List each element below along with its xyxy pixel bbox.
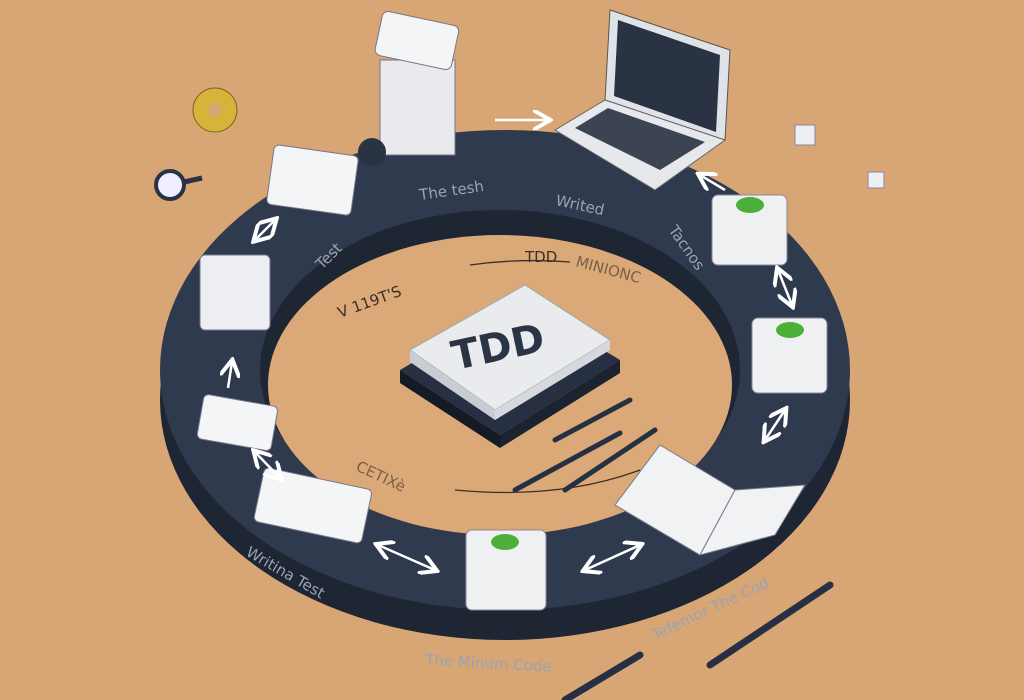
leaf-cube-icon (465, 194, 828, 611)
inner-text: TDD (524, 248, 557, 266)
pen-icon (512, 397, 834, 700)
gear-icon (192, 87, 238, 133)
double-arrow-icon (228, 120, 792, 570)
open-book-icon (614, 444, 806, 556)
notebook-icon: TDD (400, 284, 620, 448)
magnifier-icon (154, 169, 203, 201)
laptop-icon (554, 9, 731, 191)
stacked-cards-icon (196, 10, 460, 544)
